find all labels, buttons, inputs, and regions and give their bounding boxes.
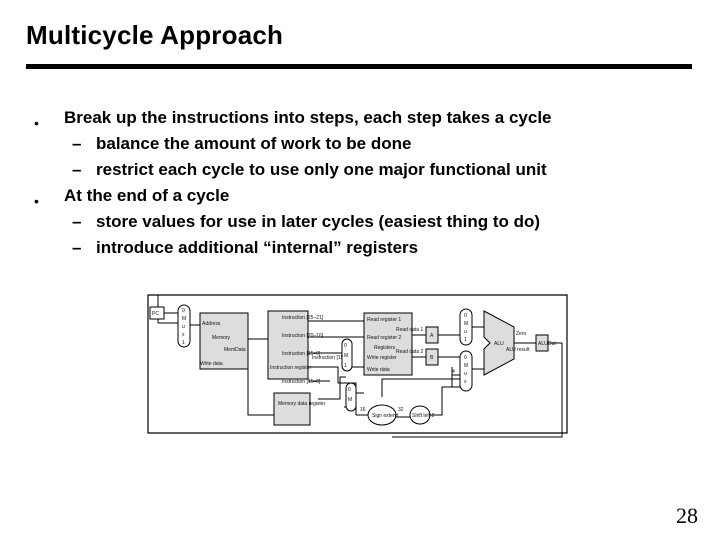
mux-alusrca (459, 308, 473, 346)
alu-zero-label: Zero (516, 331, 527, 337)
aluout-register (535, 334, 549, 352)
dash: – (72, 238, 82, 257)
mdr-label: Memory data register (278, 401, 326, 407)
registers-data2-label: Read data 2 (396, 349, 423, 355)
mux-label: 0 (348, 387, 351, 393)
bullet-2-sub-2: introduce additional “internal” register… (96, 238, 419, 257)
register-file (363, 312, 413, 376)
mux-label: 1 (344, 363, 347, 369)
registers-read1-label: Read register 1 (367, 317, 401, 323)
bullet-2-text: At the end of a cycle (64, 186, 230, 205)
ir-field-label: Instruction [15–0] (282, 379, 321, 385)
mux-label: M (344, 353, 348, 359)
mux-label: u (464, 329, 467, 335)
mux-label: x (464, 379, 467, 385)
memory-data-register (273, 392, 311, 426)
a-register (425, 326, 439, 344)
mux-label: M (348, 397, 352, 403)
mux-label: M (464, 321, 468, 327)
mux-label: u (182, 324, 185, 330)
memory-write-label: Write data (200, 361, 223, 367)
shift-left-label: Shift left 2 (412, 413, 434, 419)
mux-label: x (182, 332, 185, 338)
dash: – (72, 160, 82, 179)
ir-field-label: Instruction [20–16] (282, 333, 324, 339)
aluout-label: ALUOut (538, 341, 556, 347)
memory-unit (199, 312, 249, 370)
memdata-label: MemData (224, 347, 246, 353)
a-label: A (430, 333, 434, 339)
mux-label: 1 (182, 340, 185, 346)
ir-field-label: Instruction [15–0] (282, 351, 321, 357)
mux-iord (177, 304, 191, 348)
mux-label: M (182, 316, 186, 322)
dash: – (72, 212, 82, 231)
bullet-1-sub-2: restrict each cycle to use only one majo… (96, 160, 547, 179)
registers-read2-label: Read register 2 (367, 335, 401, 341)
sign-extend-unit (367, 404, 397, 426)
b-label: B (430, 355, 434, 361)
ir-field-label: Instruction [25–21] (282, 315, 324, 321)
multicycle-datapath-diagram: PC 0 M u x 1 Address Memory MemData Writ… (147, 294, 568, 438)
bullet-dot: • (34, 193, 39, 209)
mux-label: M (464, 363, 468, 369)
shift-left-unit (409, 405, 431, 425)
memory-address-label: Address (202, 321, 221, 327)
mux-regdst (341, 338, 353, 372)
registers-writedata-label: Write data (367, 367, 390, 373)
ir-label: Instruction register (270, 365, 311, 371)
bits-out-label: 32 (398, 407, 404, 413)
mux-label: 0 (464, 313, 467, 319)
page-number: 28 (676, 503, 698, 528)
mux-memtoreg (345, 382, 357, 412)
bullet-dot: • (34, 115, 39, 131)
registers-data1-label: Read data 1 (396, 327, 423, 333)
mux-alusrcb (459, 350, 473, 392)
alu-result-label: ALU result (506, 347, 530, 353)
b-register (425, 348, 439, 366)
constant-four-label: 4 (452, 369, 455, 375)
bullet-1-text: Break up the instructions into steps, ea… (64, 108, 552, 127)
alu-label: ALU (494, 341, 504, 347)
memory-label: Memory (212, 335, 231, 341)
registers-write-label: Write register (367, 355, 397, 361)
mux-label: 0 (182, 308, 185, 314)
sign-extend-label: Sign extend (372, 413, 399, 419)
instruction-register (267, 310, 309, 380)
mux-label: 1 (464, 337, 467, 343)
bullet-1-sub-1: balance the amount of work to be done (96, 134, 412, 153)
title-rule (26, 64, 692, 69)
dash: – (72, 134, 82, 153)
bits-in-label: 16 (360, 407, 366, 413)
mux-label: 0 (464, 355, 467, 361)
ir-field-label: Instruction [15–11] (312, 355, 353, 361)
slide-title: Multicycle Approach (26, 20, 284, 50)
mux-label: u (464, 371, 467, 377)
alu (483, 310, 515, 376)
mux-label: 0 (344, 343, 347, 349)
bullet-2-sub-1: store values for use in later cycles (ea… (96, 212, 541, 231)
pc-label: PC (152, 311, 159, 317)
pc-register (149, 306, 165, 320)
registers-label: Registers (374, 345, 396, 351)
